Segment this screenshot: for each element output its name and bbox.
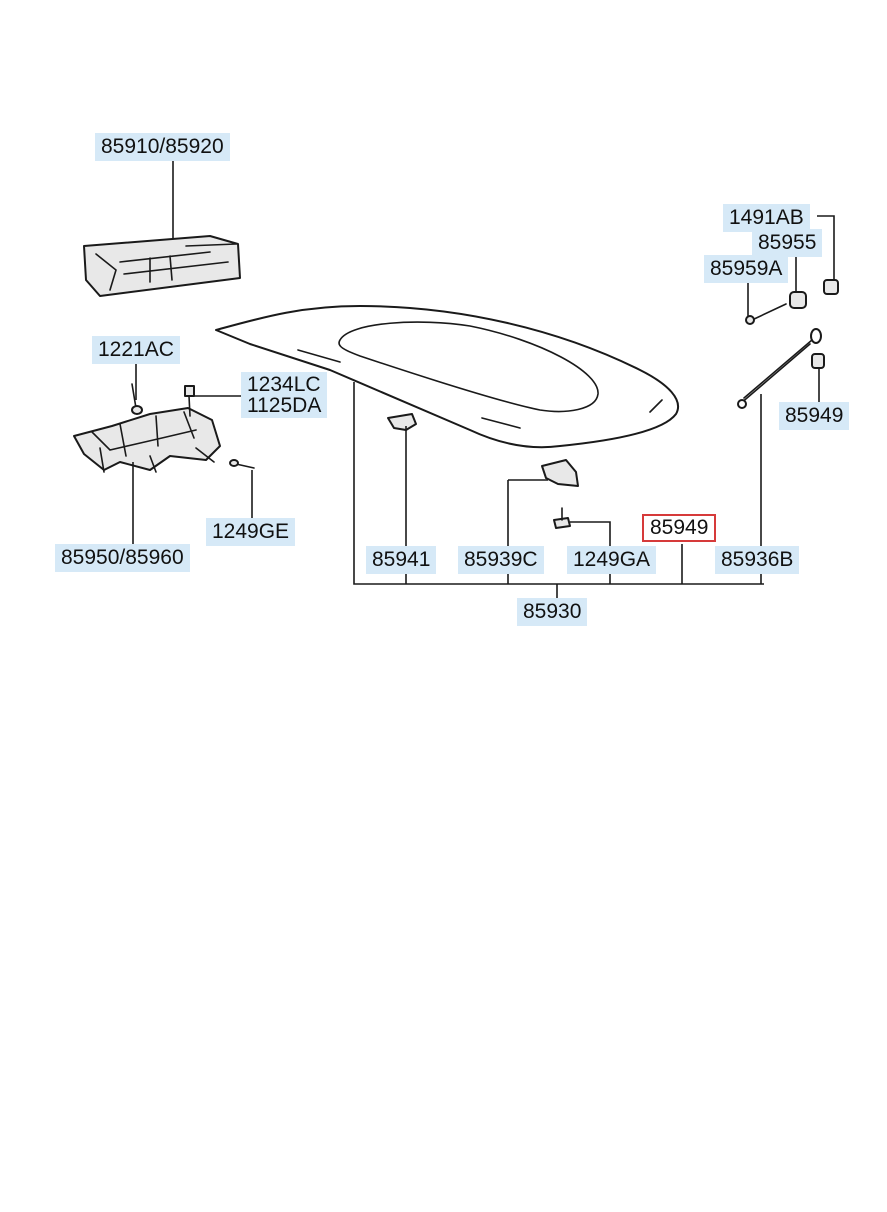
callout-1249ga[interactable]: 1249GA <box>567 546 657 574</box>
leader-lines <box>132 160 835 598</box>
grommet-85949-part[interactable] <box>811 353 825 369</box>
callout-1249ge[interactable]: 1249GE <box>206 518 296 546</box>
clip-85941-part[interactable] <box>387 413 417 431</box>
callout-85941[interactable]: 85941 <box>366 546 437 574</box>
callout-1221ac[interactable]: 1221AC <box>92 336 180 364</box>
callout-1234lc-1125da[interactable]: 1234LC 1125DA <box>241 372 328 418</box>
callout-85955[interactable]: 85955 <box>752 229 823 257</box>
callout-85910-85920[interactable]: 85910/85920 <box>95 133 230 161</box>
fastener-85939c-part[interactable] <box>541 459 579 487</box>
callout-1234lc: 1234LC <box>247 373 321 396</box>
bolt-85959a-part[interactable] <box>745 303 787 325</box>
callout-1491ab[interactable]: 1491AB <box>723 204 810 232</box>
callout-85930[interactable]: 85930 <box>517 598 588 626</box>
screw-1221ac-part[interactable] <box>131 383 143 415</box>
package-tray-cover-part[interactable] <box>215 305 679 449</box>
bolt-1234lc-part[interactable] <box>184 385 195 417</box>
callout-85939c[interactable]: 85939C <box>458 546 544 574</box>
side-bracket-part[interactable] <box>83 235 241 297</box>
hinge-bracket-part[interactable] <box>73 407 221 473</box>
bushing-85955-part[interactable] <box>789 291 807 309</box>
callout-85936b[interactable]: 85936B <box>715 546 800 574</box>
strap-85936b-part[interactable] <box>737 328 822 409</box>
callout-1125da: 1125DA <box>247 394 322 417</box>
screw-1249ga-part[interactable] <box>553 507 571 529</box>
nut-1491ab-part[interactable] <box>823 279 839 295</box>
callout-85959a[interactable]: 85959A <box>704 255 789 283</box>
callout-85949-selected[interactable]: 85949 <box>642 514 717 542</box>
callout-85949-right[interactable]: 85949 <box>779 402 850 430</box>
callout-85950-85960[interactable]: 85950/85960 <box>55 544 190 572</box>
screw-1249ge-part[interactable] <box>229 459 255 469</box>
